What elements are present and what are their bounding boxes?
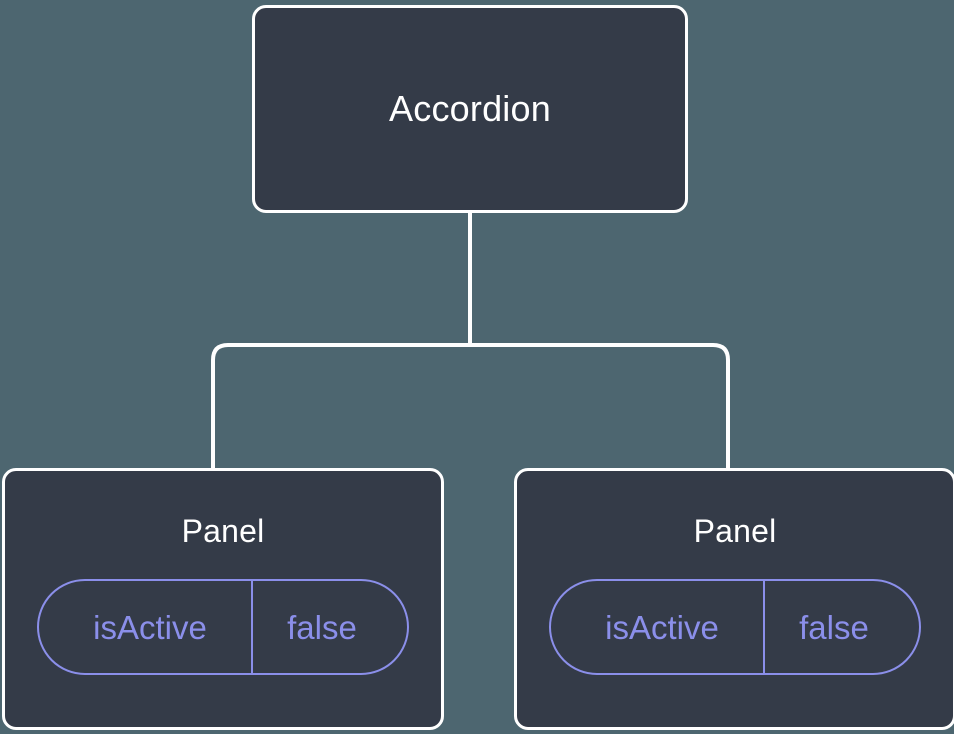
prop-value: false xyxy=(251,581,407,673)
node-accordion[interactable]: Accordion xyxy=(252,5,688,213)
connector-edge-left xyxy=(211,343,470,470)
prop-badge[interactable]: isActive false xyxy=(549,579,921,675)
node-title: Panel xyxy=(693,513,777,549)
connector-edge-right xyxy=(470,343,730,470)
prop-value: false xyxy=(763,581,919,673)
prop-key: isActive xyxy=(93,608,207,646)
node-title: Accordion xyxy=(389,88,551,129)
node-panel-left[interactable]: Panel isActive false xyxy=(2,468,444,730)
node-title: Panel xyxy=(181,513,265,549)
prop-badge[interactable]: isActive false xyxy=(37,579,409,675)
prop-key: isActive xyxy=(605,608,719,646)
node-panel-right[interactable]: Panel isActive false xyxy=(514,468,954,730)
